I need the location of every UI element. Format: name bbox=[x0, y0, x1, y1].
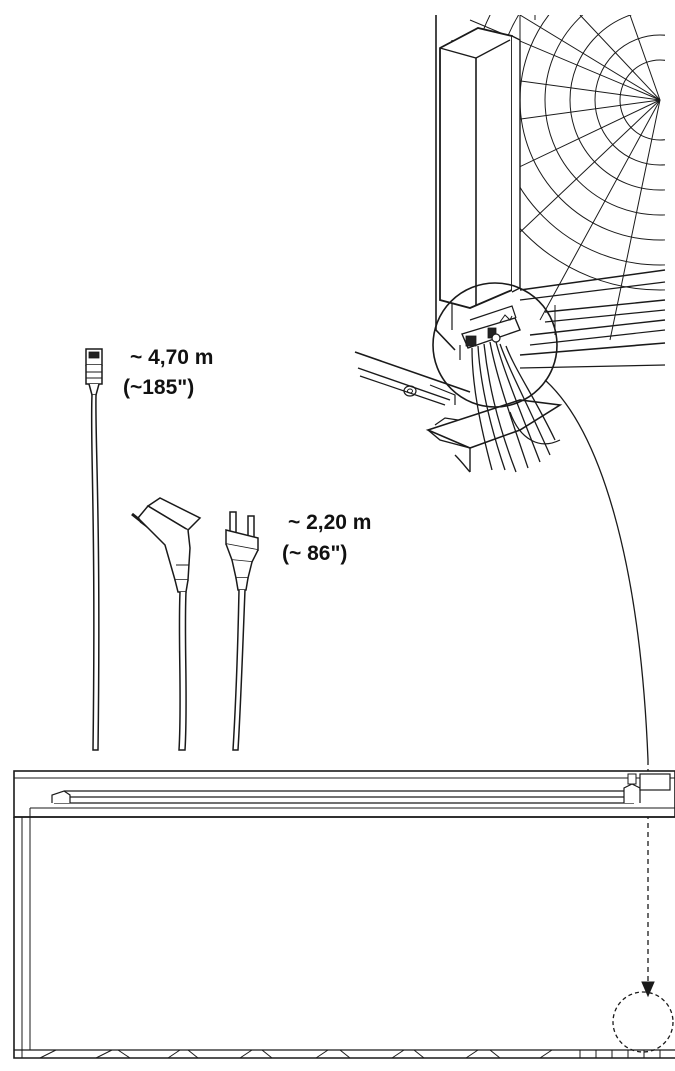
rj45-network-plug-icon bbox=[85, 348, 103, 751]
power-cable-length-metric: ~ 2,20 m bbox=[288, 511, 372, 534]
power-cable-length-imperial: (~ 86") bbox=[282, 542, 348, 565]
detail-circle bbox=[432, 282, 558, 408]
network-cable-length-imperial: (~185") bbox=[123, 376, 195, 399]
network-cable-length-metric: ~ 4,70 m bbox=[130, 346, 214, 369]
leader-line bbox=[544, 379, 655, 998]
base-tray bbox=[519, 269, 666, 369]
target-detail-circle bbox=[612, 991, 674, 1053]
cable-channel bbox=[425, 399, 563, 473]
cable-connector-block bbox=[459, 305, 521, 360]
cable-bundle bbox=[471, 341, 556, 473]
fan-unit-icon bbox=[354, 15, 666, 473]
schuko-power-plug-icon bbox=[131, 497, 202, 751]
cabinet-unit bbox=[13, 770, 675, 1059]
euro-power-plug-icon bbox=[225, 511, 259, 751]
cable-duct-housing bbox=[439, 27, 521, 309]
mounting-rail bbox=[354, 351, 471, 406]
